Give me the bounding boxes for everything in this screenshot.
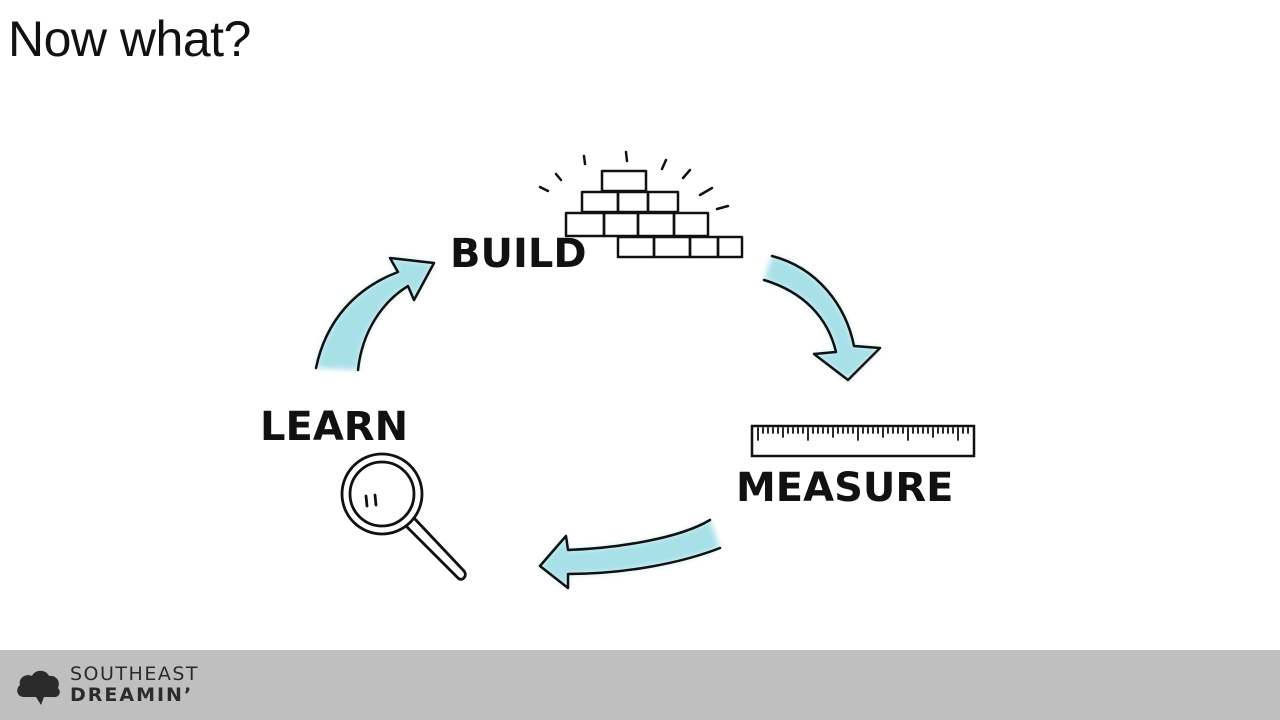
cycle-diagram: BUILD MEASURE LEARN <box>260 150 976 590</box>
brick-wall-icon <box>538 150 744 259</box>
magnifying-glass-icon <box>340 452 467 581</box>
stage-label-measure: MEASURE <box>736 465 954 511</box>
footer-bar: SOUTHEAST DREAMIN’ <box>0 650 1280 720</box>
stage-label-learn: LEARN <box>260 404 408 450</box>
logo-text-southeast: SOUTHEAST <box>70 663 199 685</box>
arrow-learn-to-build <box>314 256 436 372</box>
slide-title: Now what? <box>8 11 251 67</box>
arrow-build-to-measure <box>762 254 882 382</box>
cloud-icon <box>17 670 60 705</box>
logo-text-dreamin: DREAMIN’ <box>70 684 194 706</box>
ruler-icon <box>750 424 976 458</box>
southeast-dreamin-logo: SOUTHEAST DREAMIN’ <box>14 662 199 708</box>
stage-label-build: BUILD <box>450 231 587 277</box>
arrow-measure-to-learn <box>538 518 722 590</box>
